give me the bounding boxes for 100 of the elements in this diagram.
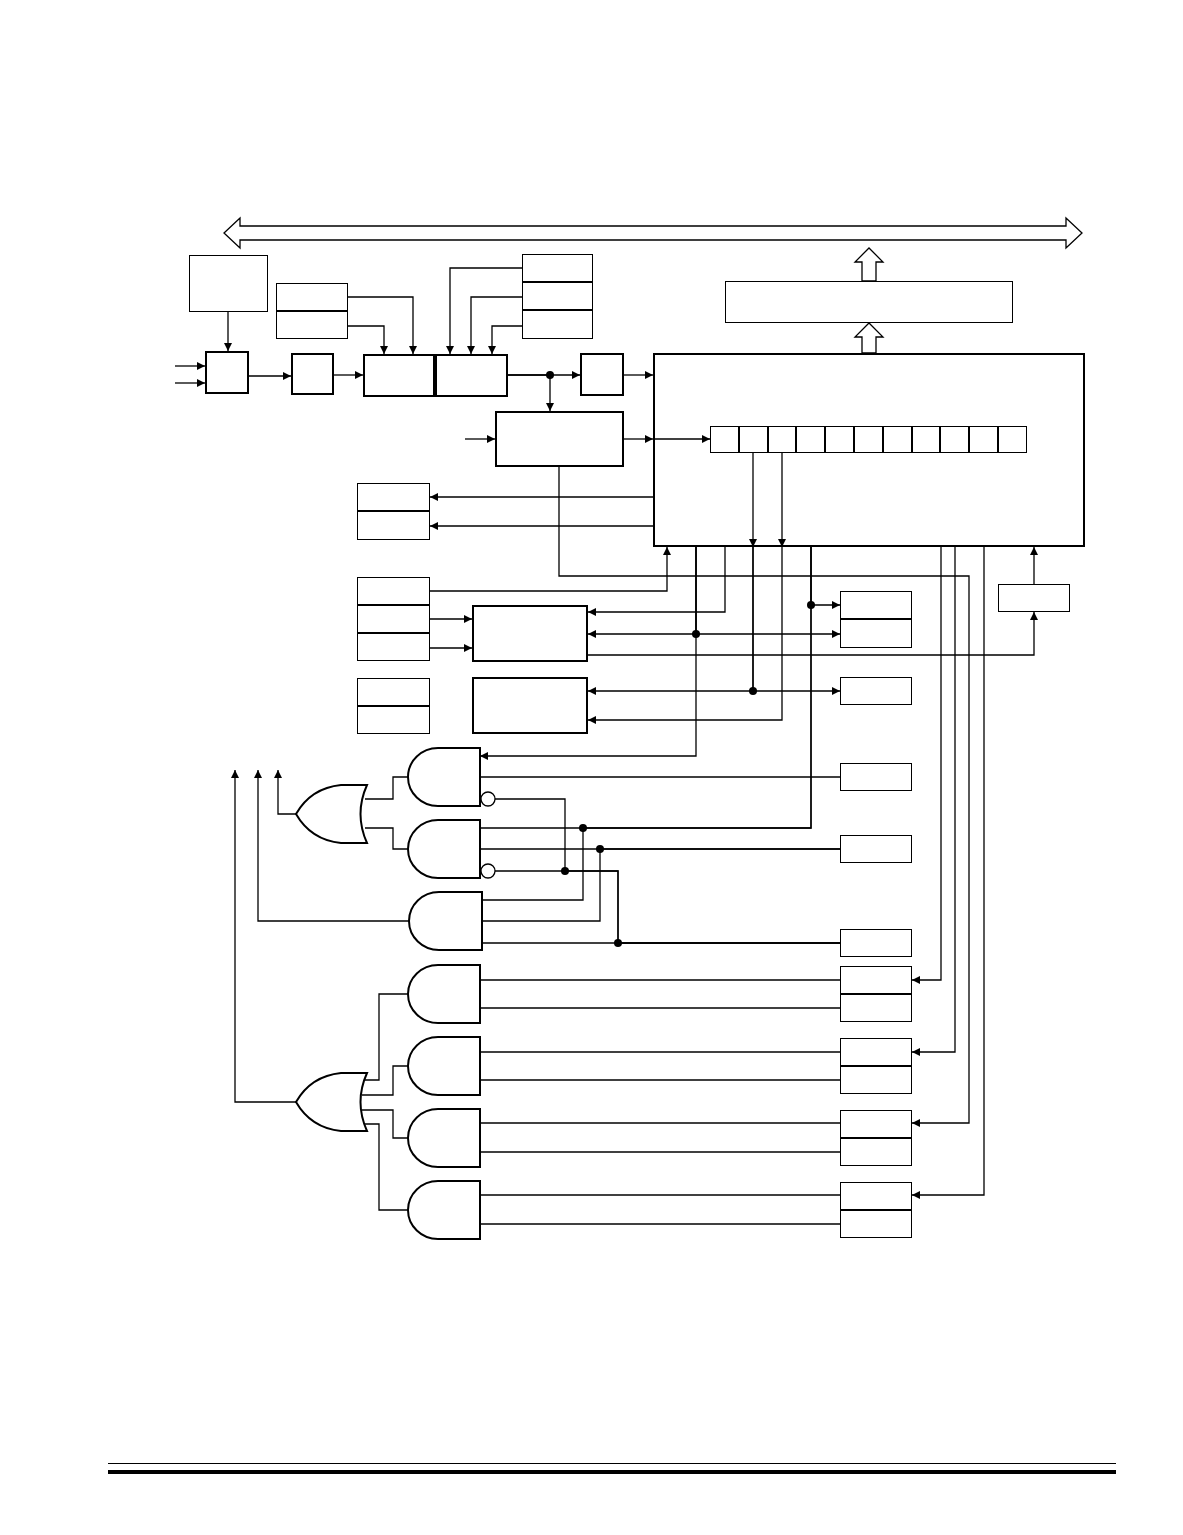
arrow bbox=[347, 325, 388, 355]
register-cell bbox=[969, 426, 998, 453]
arrow bbox=[623, 371, 654, 379]
connector-line bbox=[479, 1151, 841, 1153]
and-gate bbox=[408, 965, 480, 1023]
connector-line bbox=[479, 1223, 841, 1225]
register-block bbox=[840, 1210, 912, 1238]
arrow bbox=[174, 379, 206, 387]
register-block bbox=[840, 763, 912, 791]
function-block bbox=[653, 353, 1085, 547]
function-block bbox=[580, 353, 624, 396]
register-block bbox=[840, 1066, 912, 1094]
arrow bbox=[429, 522, 654, 530]
connector-line bbox=[479, 1079, 841, 1081]
arrow bbox=[174, 362, 206, 370]
register-block bbox=[840, 1110, 912, 1138]
register-block bbox=[840, 1038, 912, 1066]
register-block bbox=[840, 835, 912, 863]
register-block bbox=[522, 310, 593, 339]
arrow bbox=[911, 546, 956, 1056]
register-cell bbox=[940, 426, 970, 453]
and-gate bbox=[408, 1181, 480, 1239]
register-block bbox=[840, 994, 912, 1022]
register-block bbox=[840, 677, 912, 705]
arrow bbox=[507, 374, 554, 412]
and-gate bbox=[408, 820, 496, 878]
bus-connector-arrow bbox=[853, 247, 885, 282]
connector-line bbox=[481, 848, 841, 922]
arrow bbox=[333, 371, 364, 379]
arrow bbox=[587, 611, 1038, 656]
connector-line bbox=[479, 979, 841, 981]
register-block bbox=[840, 929, 912, 957]
connector-line bbox=[481, 546, 812, 901]
arrow bbox=[479, 546, 697, 760]
arrow bbox=[429, 644, 473, 652]
arrow bbox=[347, 296, 417, 355]
register-block bbox=[522, 282, 593, 310]
arrow bbox=[224, 311, 232, 352]
register-block bbox=[357, 511, 430, 540]
arrow bbox=[1030, 546, 1038, 585]
connector-line bbox=[479, 1194, 841, 1196]
function-block bbox=[495, 411, 624, 467]
and-gate bbox=[409, 892, 482, 950]
arrow bbox=[231, 769, 297, 1103]
connector-line bbox=[479, 1007, 841, 1009]
function-block bbox=[472, 677, 588, 734]
arrow bbox=[587, 546, 783, 724]
and-gate bbox=[408, 748, 496, 806]
register-cell bbox=[796, 426, 826, 453]
or-gate bbox=[296, 1073, 367, 1131]
and-gate bbox=[408, 1037, 480, 1095]
register-block bbox=[357, 483, 430, 511]
arrow bbox=[558, 466, 970, 1127]
arrow bbox=[911, 546, 942, 984]
register-block bbox=[840, 1138, 912, 1166]
register-block bbox=[840, 966, 912, 994]
register-cell bbox=[710, 426, 739, 453]
connector-line bbox=[479, 1051, 841, 1053]
connector-line bbox=[364, 1123, 409, 1211]
function-block bbox=[435, 354, 508, 397]
register-block bbox=[357, 605, 430, 633]
arrow bbox=[274, 769, 297, 815]
connector-line bbox=[361, 1109, 409, 1139]
arrow bbox=[446, 267, 523, 355]
connector-line bbox=[479, 776, 841, 778]
connector-line bbox=[361, 1065, 409, 1096]
arrow bbox=[254, 769, 410, 922]
arrow bbox=[749, 452, 757, 548]
function-block bbox=[363, 354, 435, 397]
connector-line bbox=[364, 993, 409, 1081]
register-block bbox=[276, 311, 348, 339]
or-gate bbox=[296, 785, 367, 843]
register-block bbox=[276, 283, 348, 311]
connector-line bbox=[364, 776, 409, 800]
arrow bbox=[248, 372, 292, 380]
and-gate bbox=[408, 1109, 480, 1167]
arrow bbox=[652, 435, 711, 443]
bus-connector-arrow bbox=[853, 322, 885, 354]
arrow bbox=[488, 325, 523, 355]
register-block bbox=[840, 1182, 912, 1210]
bus-arrow bbox=[224, 218, 1082, 248]
register-block bbox=[522, 254, 593, 282]
arrow bbox=[752, 546, 841, 695]
arrow bbox=[623, 435, 654, 443]
arrow bbox=[429, 493, 654, 501]
arrow bbox=[429, 546, 671, 592]
register-block bbox=[357, 633, 430, 661]
register-block bbox=[725, 281, 1013, 323]
register-block bbox=[357, 577, 430, 605]
arrow bbox=[911, 546, 985, 1199]
arrow bbox=[429, 615, 473, 623]
register-block bbox=[840, 591, 912, 619]
register-block bbox=[357, 678, 430, 706]
register-block bbox=[998, 584, 1070, 612]
register-cell bbox=[854, 426, 883, 453]
arrow bbox=[464, 435, 496, 443]
register-cell bbox=[882, 426, 912, 453]
arrow bbox=[587, 546, 726, 616]
register-block bbox=[357, 706, 430, 734]
register-cell bbox=[738, 426, 768, 453]
